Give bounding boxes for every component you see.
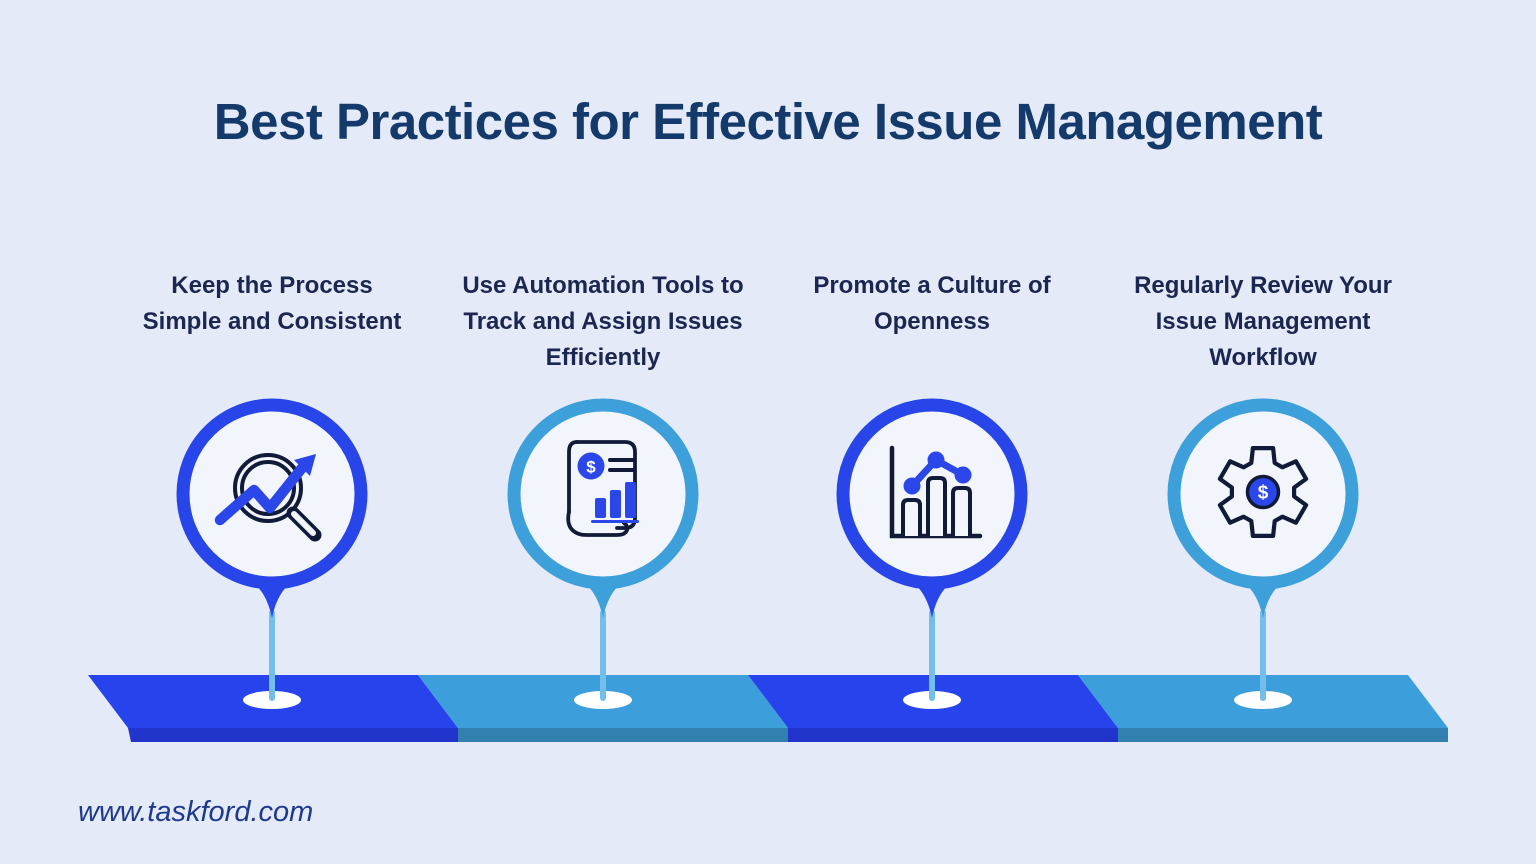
magnifier-trend-icon xyxy=(214,453,322,542)
pin-tip-2 xyxy=(573,578,633,618)
bar-segment-3-front xyxy=(788,728,1118,742)
gear-dollar-coin xyxy=(1245,474,1281,510)
pin-tips xyxy=(242,578,1293,618)
pin-stem-1 xyxy=(269,610,275,701)
pin-stem-2 xyxy=(600,610,606,701)
trend-arrow xyxy=(214,462,308,526)
financial-report-icon: $ xyxy=(566,440,639,537)
mini-bar-chart xyxy=(591,482,639,523)
pin-circle-2 xyxy=(507,398,699,590)
gear-dollar-icon: $ xyxy=(1217,446,1309,538)
column-heading-4: Regularly Review Your Issue Management W… xyxy=(1134,272,1392,371)
dollar-glyph: $ xyxy=(586,458,596,477)
dollar-glyph: $ xyxy=(1258,483,1269,504)
chart-bars xyxy=(901,476,972,536)
chart-axes xyxy=(889,445,983,539)
column-heading-2: Use Automation Tools to Track and Assign… xyxy=(462,272,744,371)
pin-ring-2 xyxy=(507,398,699,590)
page-title: Best Practices for Effective Issue Manag… xyxy=(213,93,1323,150)
report-page-curl xyxy=(566,510,630,537)
dollar-coin xyxy=(577,452,605,480)
bar-segment-1-front xyxy=(128,728,458,742)
bar-line-chart-icon xyxy=(889,445,983,539)
bar-segment-4-front xyxy=(1118,728,1448,742)
pin-tip-4 xyxy=(1233,578,1293,618)
pin-stems xyxy=(269,610,1266,701)
pin-tip-3 xyxy=(902,578,962,618)
website-url: www.taskford.com xyxy=(78,796,314,828)
pin-stem-3 xyxy=(929,610,935,701)
column-heading-1: Keep the Process Simple and Consistent xyxy=(142,272,402,335)
bar-segment-2-front xyxy=(458,728,788,742)
column-heading-3: Promote a Culture of Openness xyxy=(813,272,1051,335)
pin-stem-4 xyxy=(1260,610,1266,701)
report-spine xyxy=(567,440,579,514)
trend-dots xyxy=(903,451,972,495)
timeline-bar xyxy=(88,675,1448,742)
pin-tip-1 xyxy=(242,578,302,618)
